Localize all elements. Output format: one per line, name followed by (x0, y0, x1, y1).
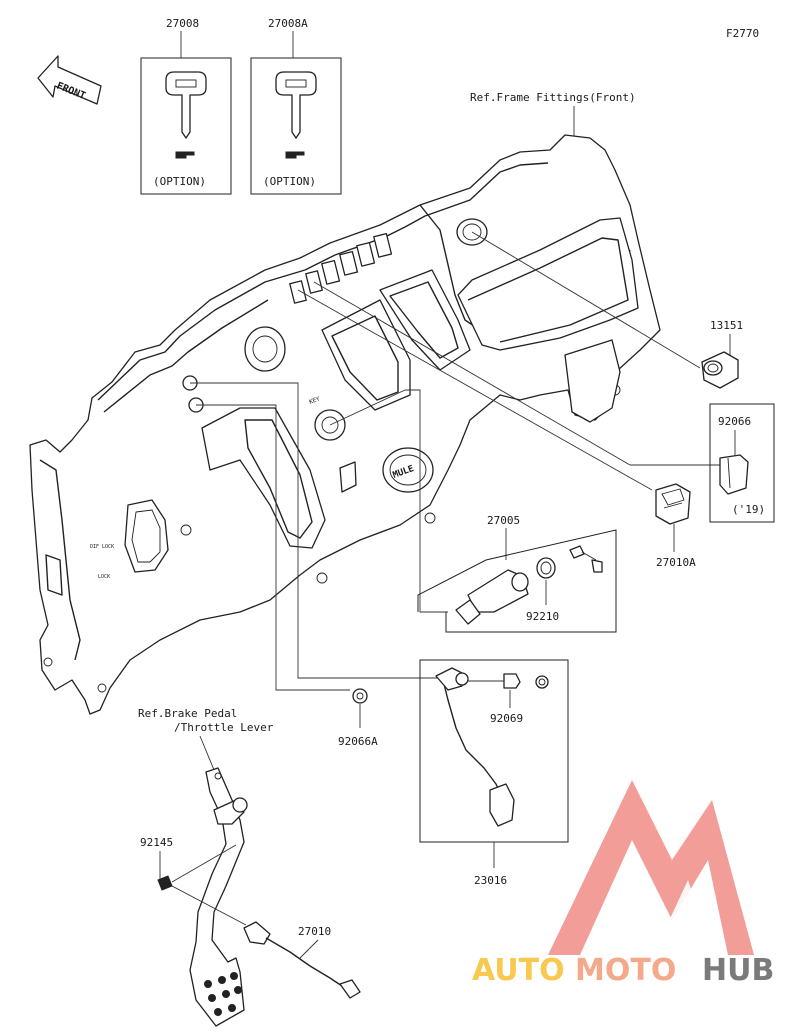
brake-pedal-assembly: Ref.Brake Pedal /Throttle Lever 92145 27… (138, 707, 361, 1027)
ref-frame-fittings: Ref.Frame Fittings(Front) (470, 91, 636, 104)
dash-dif-lock-marking: DIF LOCK (90, 544, 114, 550)
part-92066A: 92066A (338, 688, 378, 748)
front-arrow-icon: FRONT (37, 55, 102, 105)
part-23016-harness: 92069 23016 (419, 659, 569, 887)
part-label-92066A: 92066A (338, 735, 378, 748)
key-27008A: 27008A (OPTION) (250, 17, 342, 195)
part-label-27008: 27008 (166, 17, 199, 30)
option-label-27008A: (OPTION) (263, 175, 316, 188)
part-label-27010A: 27010A (656, 556, 696, 569)
leader-lines (190, 231, 720, 691)
part-label-92066: 92066 (718, 415, 751, 428)
part-label-92069: 92069 (490, 712, 523, 725)
year-note-19: ('19) (732, 503, 765, 516)
automotohub-logo: AUTO MOTO HUB (472, 780, 774, 988)
logo-triangle-icon (548, 780, 754, 955)
part-label-23016: 23016 (474, 874, 507, 887)
watermark-part3: HUB (702, 953, 774, 988)
ref-brake-pedal: Ref.Brake Pedal (138, 707, 237, 720)
part-label-92210: 92210 (526, 610, 559, 623)
dash-key-marking: KEY (308, 395, 321, 405)
part-27010A-switch: 27010A (655, 483, 696, 569)
dashboard-panel: KEY MULE DIF LOCK LOCK (29, 134, 661, 715)
figure-code: F2770 (726, 27, 759, 40)
part-label-27010: 27010 (298, 925, 331, 938)
ref-throttle-lever: /Throttle Lever (174, 721, 274, 734)
watermark-part2: MOTO (575, 953, 676, 988)
part-27005-ignition-set: 27005 92210 (417, 514, 617, 633)
part-label-27005: 27005 (487, 514, 520, 527)
part-92066-box: 92066 ('19) (709, 403, 775, 523)
part-label-92145: 92145 (140, 836, 173, 849)
part-label-13151: 13151 (710, 319, 743, 332)
option-label-27008: (OPTION) (153, 175, 206, 188)
key-27008: 27008 (OPTION) (140, 17, 232, 195)
part-label-27008A: 27008A (268, 17, 308, 30)
pedal-pad-holes (204, 972, 242, 1016)
part-13151-socket: 13151 (701, 319, 743, 389)
dash-lock-marking: LOCK (98, 574, 110, 580)
watermark-part1: AUTO (472, 953, 565, 988)
